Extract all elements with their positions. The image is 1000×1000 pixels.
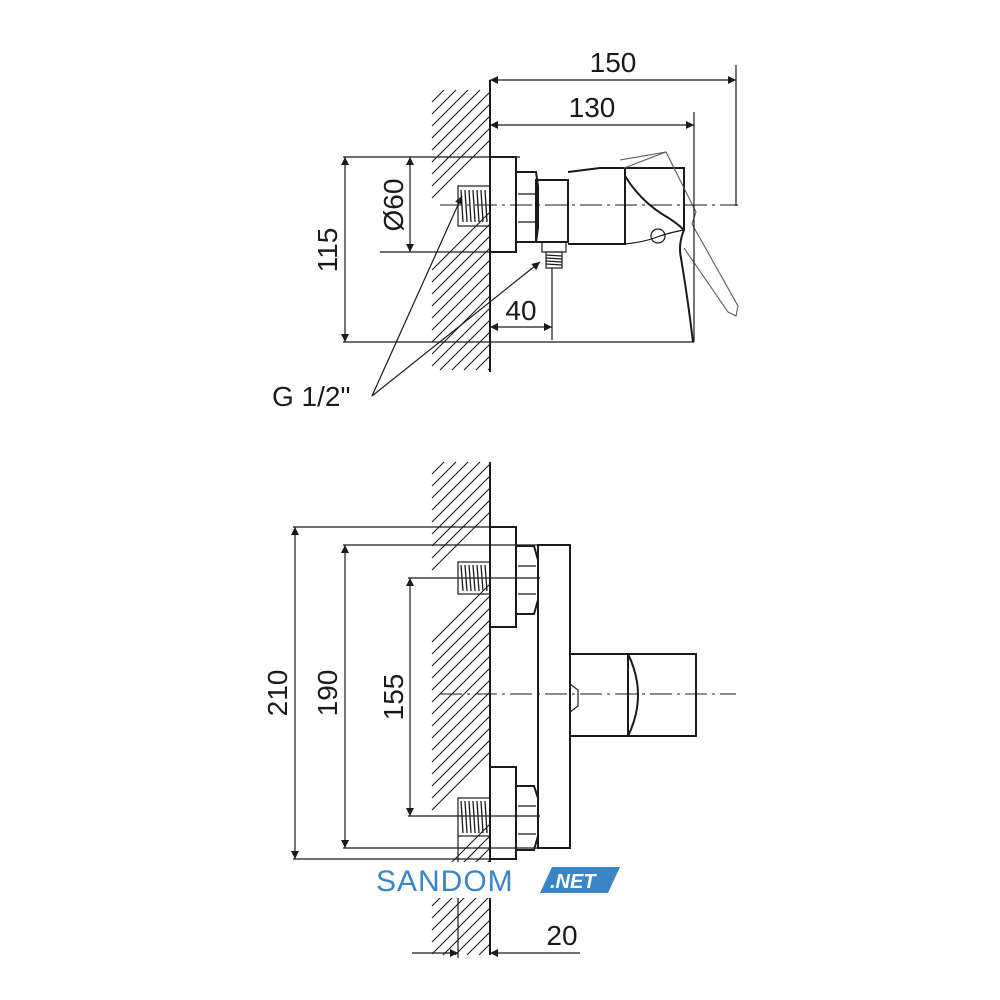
dim-body-depth: 130 bbox=[569, 92, 616, 123]
dim-overall-depth: 150 bbox=[590, 47, 637, 78]
mixer-body-front bbox=[537, 544, 571, 849]
dim-wall-offset: 20 bbox=[546, 920, 577, 951]
dim-flange-diameter: Ø60 bbox=[378, 179, 409, 232]
dim-inlet-spacing: 155 bbox=[378, 674, 409, 721]
leader-inlet bbox=[371, 195, 463, 397]
leader-outlet bbox=[371, 261, 541, 397]
watermark-name: SANDOM bbox=[376, 865, 514, 898]
wall-hatching-front bbox=[431, 461, 491, 956]
lever-handle bbox=[625, 167, 694, 343]
outlet-thread bbox=[545, 251, 563, 269]
mixer-body bbox=[567, 167, 626, 245]
thread-label: G 1/2" bbox=[272, 381, 350, 412]
watermark-logo: SANDOM .NET bbox=[372, 862, 620, 898]
wall-hatching-top bbox=[431, 89, 491, 371]
dim-overall-height: 210 bbox=[262, 670, 293, 717]
watermark-badge bbox=[540, 867, 620, 893]
threaded-inlet bbox=[457, 185, 491, 227]
upper-inlet bbox=[457, 526, 539, 628]
handle-front bbox=[570, 653, 629, 737]
dim-flange-span: 190 bbox=[312, 670, 343, 717]
side-view: 150 130 115 Ø60 40 G 1/2" bbox=[272, 47, 739, 412]
watermark-suffix: .NET bbox=[550, 871, 597, 893]
dim-height: 115 bbox=[312, 228, 343, 273]
eccentric-connector bbox=[535, 179, 569, 243]
front-view: 210 190 155 20 bbox=[262, 461, 736, 958]
lever-alt-position bbox=[623, 151, 739, 317]
dim-outlet-offset: 40 bbox=[505, 295, 536, 326]
lower-inlet bbox=[457, 766, 539, 860]
hex-nut bbox=[515, 171, 539, 243]
outlet-nut bbox=[541, 241, 567, 253]
